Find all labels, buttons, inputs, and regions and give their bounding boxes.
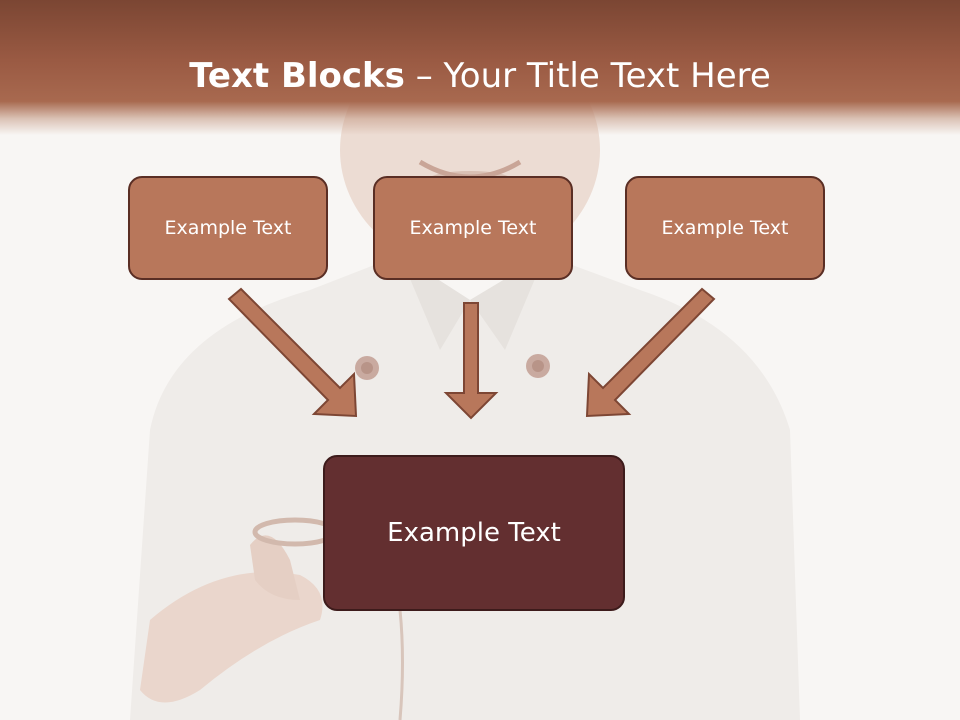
text-block-top-center-label: Example Text — [409, 217, 537, 239]
slide-title: Text Blocks – Your Title Text Here — [0, 55, 960, 97]
text-block-top-left-label: Example Text — [164, 217, 292, 239]
text-block-top-right[interactable]: Example Text — [625, 176, 825, 280]
text-block-top-right-label: Example Text — [661, 217, 789, 239]
title-bold: Text Blocks — [189, 56, 405, 96]
title-rest: Your Title Text Here — [443, 56, 771, 96]
text-block-main[interactable]: Example Text — [323, 455, 625, 611]
title-bar — [0, 0, 960, 135]
text-block-main-label: Example Text — [387, 518, 561, 548]
title-dash: – — [404, 56, 444, 96]
text-block-top-center[interactable]: Example Text — [373, 176, 573, 280]
text-block-top-left[interactable]: Example Text — [128, 176, 328, 280]
